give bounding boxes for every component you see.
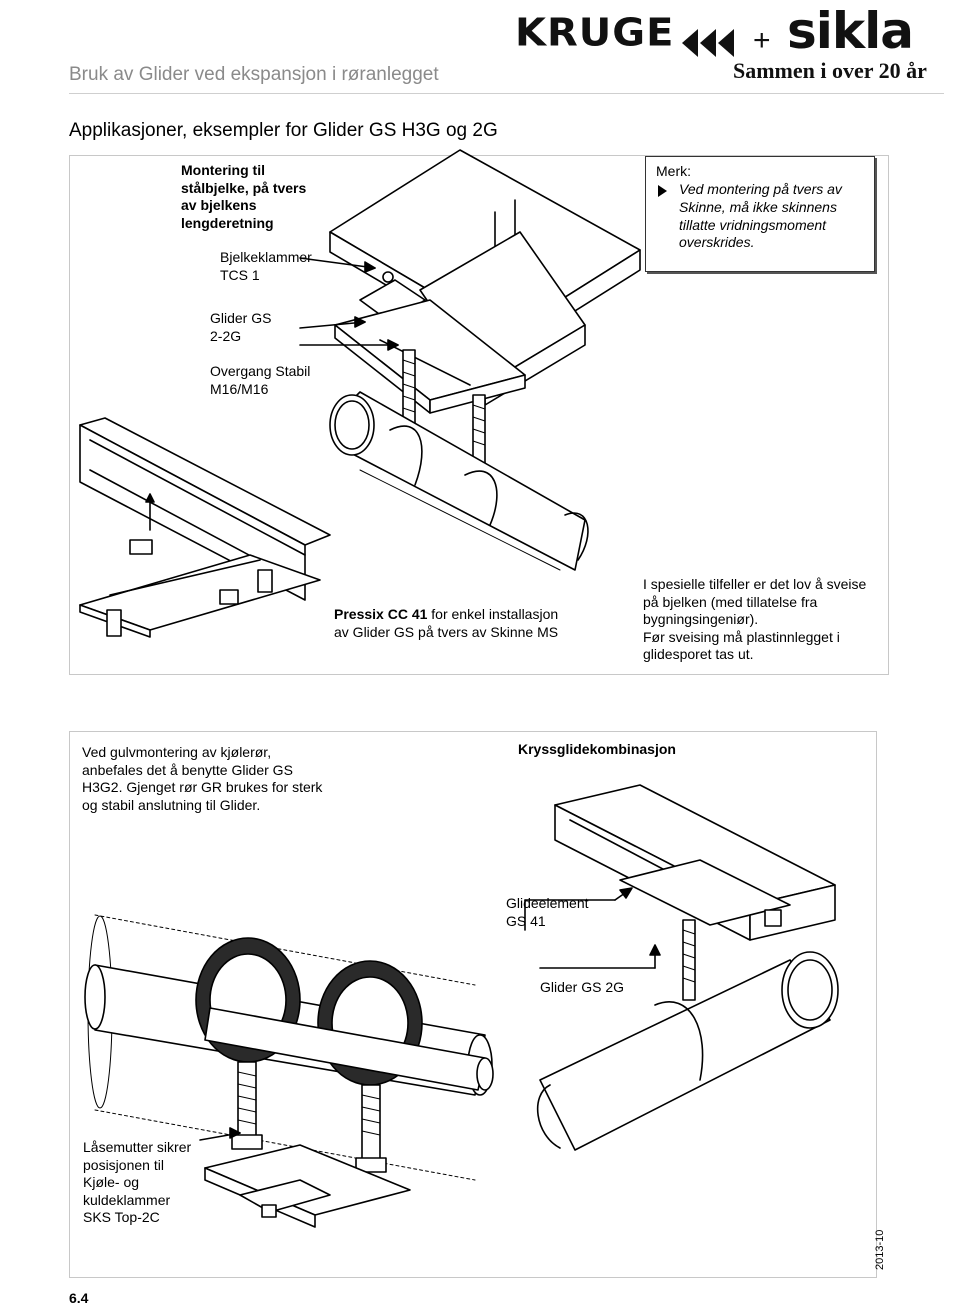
section-heading: Applikasjoner, eksempler for Glider GS H… xyxy=(69,120,498,141)
kruge-wordmark: KRUGE xyxy=(515,11,675,55)
logo-tagline: Sammen i over 20 år xyxy=(733,58,927,83)
note-title: Merk: xyxy=(656,163,691,179)
label-transition-stabil: Overgang Stabil M16/M16 xyxy=(210,363,311,397)
header-divider xyxy=(69,93,944,94)
kruge-sikla-logo: KRUGE + sikla Sammen i over 20 år xyxy=(510,2,950,83)
pressix-caption-line2: av Glider GS på tvers av Skinne MS xyxy=(334,624,559,640)
pressix-caption-line1: Pressix CC 41 for enkel installasjon xyxy=(334,606,558,624)
pressix-caption-rest: for enkel installasjon xyxy=(427,606,559,622)
cross-glide-title: Kryssglidekombinasjon xyxy=(518,741,676,757)
logo-plus: + xyxy=(753,24,771,57)
note-box: Merk: Ved montering på tvers av Skinne, … xyxy=(645,156,875,272)
page-header-title: Bruk av Glider ved ekspansjon i røranleg… xyxy=(69,64,439,85)
sikla-wordmark: sikla xyxy=(787,2,914,60)
kruge-arrows-icon xyxy=(682,29,734,57)
welding-note: I spesielle tilfeller er det lov å sveis… xyxy=(643,576,867,663)
label-glide-element: Glideelement GS 41 xyxy=(506,895,589,929)
label-glider-gs: Glider GS 2-2G xyxy=(210,310,272,344)
label-lock-nut: Låsemutter sikrer posisjonen til Kjøle- … xyxy=(83,1139,192,1226)
mounting-description: Montering til stålbjelke, på tvers av bj… xyxy=(181,162,307,231)
note-bullet-icon xyxy=(658,185,667,197)
label-beam-clamp: Bjelkeklammer TCS 1 xyxy=(220,249,312,283)
floor-mounting-description: Ved gulvmontering av kjølerør, anbefales… xyxy=(82,744,323,813)
label-glider-2g: Glider GS 2G xyxy=(540,979,625,995)
note-body: Ved montering på tvers av Skinne, må ikk… xyxy=(679,181,842,251)
revision-date: 2013-10 xyxy=(874,1229,886,1270)
page-number: 6.4 xyxy=(69,1290,89,1306)
pressix-product-name: Pressix CC 41 xyxy=(334,606,428,622)
